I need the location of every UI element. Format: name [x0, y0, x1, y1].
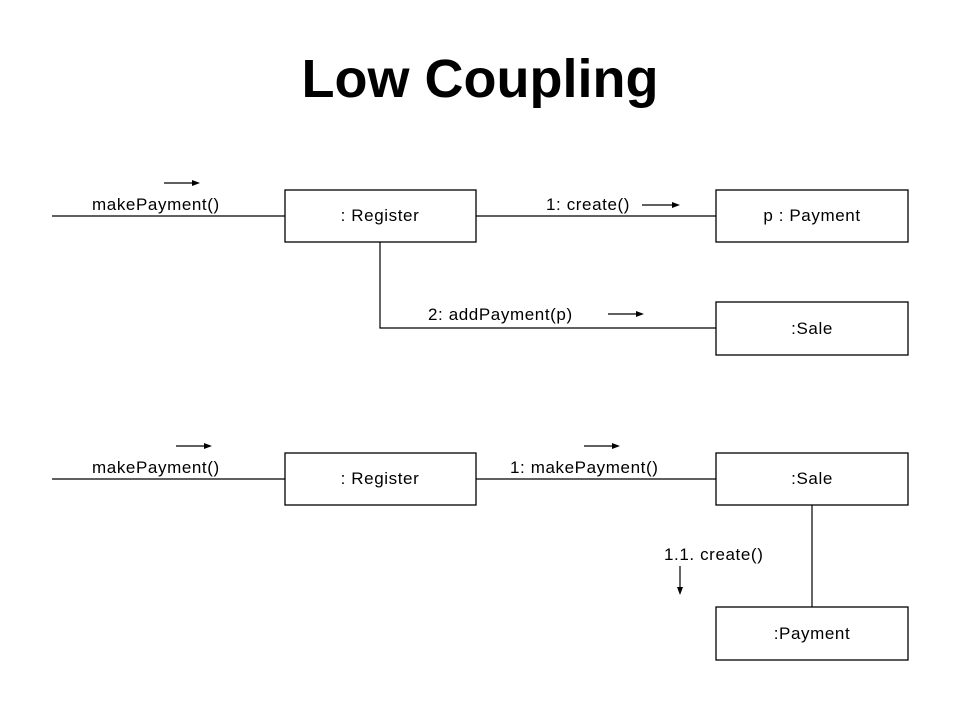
- add-payment-message-label: 2: addPayment(p): [428, 305, 573, 324]
- payment-object-2: [715, 606, 909, 661]
- register-object-2: [284, 452, 477, 506]
- create-down-arrow: [677, 566, 683, 595]
- payment-object-1: [715, 189, 909, 243]
- create-message-label-2: 1.1. create(): [664, 545, 763, 564]
- link-register-sale: [379, 242, 716, 329]
- make-payment-message-label: 1: makePayment(): [510, 458, 658, 477]
- add-payment-arrow: [608, 311, 644, 317]
- create-message-label: 1: create(): [546, 195, 630, 214]
- register-label-2: : Register: [341, 469, 420, 488]
- sale-object-1: [715, 301, 909, 356]
- sale-label-1: :Sale: [791, 319, 833, 338]
- create-arrow: [642, 202, 680, 208]
- register-label-1: : Register: [341, 206, 420, 225]
- register-object-1: [284, 189, 477, 243]
- slide-title: Low Coupling: [301, 49, 659, 109]
- diagram-1: makePayment() : Register 1: create() p :…: [52, 180, 909, 356]
- make-payment-arrow: [584, 443, 620, 449]
- payment-label-1: p : Payment: [763, 206, 860, 225]
- sale-object-2: [715, 452, 909, 506]
- payment-label-2: :Payment: [774, 624, 851, 643]
- incoming-message-label-2: makePayment(): [92, 458, 220, 477]
- incoming-arrow-1: [164, 180, 200, 186]
- incoming-arrow-2: [176, 443, 212, 449]
- incoming-message-label-1: makePayment(): [92, 195, 220, 214]
- diagram-2: makePayment() : Register 1: makePayment(…: [52, 443, 909, 661]
- sale-label-2: :Sale: [791, 469, 833, 488]
